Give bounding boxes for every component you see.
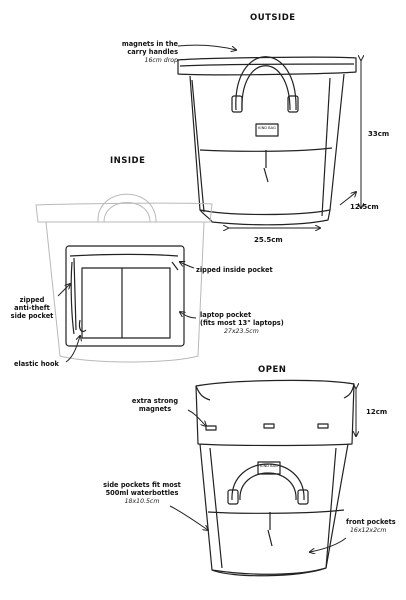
height-dimension: 33cm	[368, 130, 390, 138]
outside-dimensions	[177, 44, 361, 228]
inside-arrows	[57, 262, 197, 363]
side-pockets-label-1: side pockets fit most	[103, 481, 181, 489]
brand-tag-open: KIND BAG	[260, 464, 278, 468]
side-pocket-label-3: side pocket	[10, 312, 54, 320]
laptop-pocket-size: 27x23.5cm	[224, 328, 259, 335]
section-outside: OUTSIDE	[250, 13, 296, 23]
side-pocket-label-2: anti-theft	[14, 304, 50, 312]
strong-magnets-label-1: extra strong	[131, 397, 179, 405]
magnets-handles-label-2: carry handles	[127, 48, 178, 56]
inside-bag-pockets	[65, 245, 185, 347]
front-pockets-label: front pockets	[346, 518, 396, 526]
zipped-inside-pocket-label: zipped inside pocket	[196, 266, 273, 274]
depth-dimension: 12.5cm	[350, 203, 379, 211]
section-open: OPEN	[258, 365, 287, 375]
laptop-pocket-label-2: (fits most 13" laptops)	[200, 319, 284, 327]
handle-drop-size: 16cm drop	[144, 57, 178, 64]
section-inside: INSIDE	[110, 156, 146, 166]
brand-tag-outside: KIND BAG	[258, 126, 276, 130]
open-top-height: 12cm	[366, 408, 388, 416]
elastic-hook-label: elastic hook	[14, 360, 59, 368]
outside-bag	[177, 56, 357, 226]
inside-bag-outline	[35, 193, 213, 363]
magnets-handles-label-1: magnets in the	[121, 40, 178, 48]
width-dimension: 25.5cm	[254, 236, 283, 244]
open-arrows	[169, 388, 356, 552]
side-pockets-label-2: 500ml waterbottles	[105, 489, 179, 497]
side-pockets-size: 18x10.5cm	[124, 498, 160, 505]
front-pockets-size: 16x12x2cm	[350, 527, 387, 534]
strong-magnets-label-2: magnets	[138, 405, 172, 413]
laptop-pocket-label-1: laptop pocket	[200, 311, 252, 319]
side-pocket-label-1: zipped	[19, 296, 45, 304]
